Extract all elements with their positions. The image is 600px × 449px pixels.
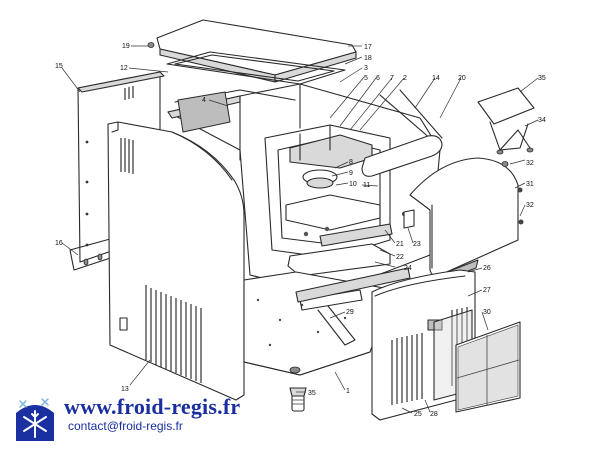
part-number-label: 16 bbox=[55, 240, 63, 247]
part-number-label: 32 bbox=[526, 202, 534, 209]
part-number-label: 5 bbox=[364, 75, 368, 82]
evaporator-assembly bbox=[264, 124, 393, 277]
brand-website-link[interactable]: www.froid-regis.fr bbox=[64, 394, 241, 419]
lid-gasket bbox=[166, 51, 346, 85]
part-number-label: 32 bbox=[526, 160, 534, 167]
part-number-label: 4 bbox=[202, 97, 206, 104]
part-number-label: 20 bbox=[458, 75, 466, 82]
part-number-label: 24 bbox=[404, 265, 412, 272]
top-rail bbox=[361, 135, 443, 177]
part-number-label: 15 bbox=[55, 63, 63, 70]
part-number-label: 7 bbox=[390, 75, 394, 82]
part-number-label: 2 bbox=[403, 75, 407, 82]
part-number-label: 17 bbox=[364, 44, 372, 51]
part-number-label: 10 bbox=[349, 181, 357, 188]
kick-panel bbox=[295, 209, 415, 303]
lower-front-panel bbox=[371, 269, 476, 421]
part-number-label: 1 bbox=[346, 388, 350, 395]
part-number-label: 29 bbox=[346, 309, 354, 316]
part-number-label: 31 bbox=[526, 181, 534, 188]
side-panel-left bbox=[107, 121, 245, 401]
base-plate bbox=[243, 271, 396, 376]
leveling-foot bbox=[289, 387, 307, 412]
part-number-label: 9 bbox=[349, 170, 353, 177]
scoop-bracket bbox=[477, 87, 535, 167]
contact-email-link[interactable]: contact@froid-regis.fr bbox=[68, 419, 183, 433]
part-number-label: 35 bbox=[538, 75, 546, 82]
air-filter bbox=[455, 321, 521, 413]
leader-lines bbox=[61, 45, 539, 414]
snowflake-logo-icon bbox=[16, 398, 54, 441]
part-number-label: 8 bbox=[349, 159, 353, 166]
part-number-label: 23 bbox=[413, 241, 421, 248]
part-number-label: 14 bbox=[432, 75, 440, 82]
part-number-label: 18 bbox=[364, 55, 372, 62]
part-number-label: 35 bbox=[308, 390, 316, 397]
part-number-label: 28 bbox=[430, 411, 438, 418]
part-number-label: 12 bbox=[120, 65, 128, 72]
part-number-label: 22 bbox=[396, 254, 404, 261]
part-number-labels: 19 17 18 3 15 12 5 6 7 2 14 20 35 34 32 … bbox=[55, 43, 546, 418]
part-number-label: 27 bbox=[483, 287, 491, 294]
part-number-label: 30 bbox=[483, 309, 491, 316]
part-number-label: 25 bbox=[414, 411, 422, 418]
top-lid bbox=[147, 19, 357, 83]
part-number-label: 13 bbox=[121, 386, 129, 393]
part-number-label: 3 bbox=[364, 65, 368, 72]
part-number-label: 11 bbox=[363, 182, 370, 189]
part-number-label: 21 bbox=[396, 241, 404, 248]
part-number-label: 19 bbox=[122, 43, 130, 50]
part-number-label: 34 bbox=[538, 117, 546, 124]
part-number-label: 6 bbox=[376, 75, 380, 82]
part-number-label: 26 bbox=[483, 265, 491, 272]
